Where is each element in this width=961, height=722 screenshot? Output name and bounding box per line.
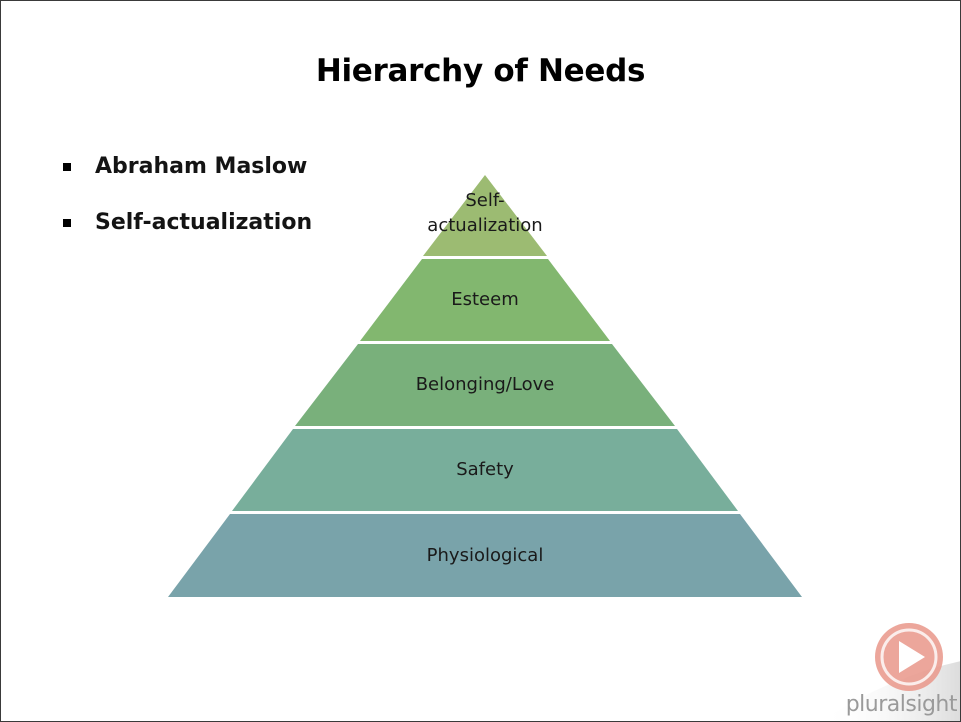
pyramid-level-self-actualization [423, 175, 547, 256]
pyramid-label-esteem: Esteem [451, 289, 519, 310]
bullet-item-self-actualization: Self-actualization [61, 207, 312, 263]
play-icon [821, 623, 960, 721]
pyramid-level-physiological [168, 514, 802, 597]
pluralsight-logo: pluralsight [821, 621, 960, 721]
pyramid-level-safety [232, 429, 738, 511]
bullet-label: Self-actualization [95, 210, 313, 235]
pyramid-level-belonging-love [295, 344, 675, 426]
pyramid-label-belonging-love: Belonging/Love [416, 374, 555, 395]
pyramid-label-physiological: Physiological [427, 545, 544, 566]
pyramid-level-esteem [360, 259, 610, 341]
pyramid-label-self-actualization-line2: actualization [427, 215, 542, 236]
bullet-label: Abraham Maslow [95, 154, 308, 179]
bullet-item-abraham-maslow: Abraham Maslow [61, 151, 312, 207]
bullet-list: Abraham Maslow Self-actualization [61, 151, 312, 263]
square-bullet-icon [63, 219, 71, 227]
pyramid-label-self-actualization-line1: Self- [465, 190, 504, 211]
logo-text: pluralsight [845, 692, 958, 717]
square-bullet-icon [63, 163, 71, 171]
pyramid-label-safety: Safety [456, 459, 514, 480]
slide-title: Hierarchy of Needs [315, 53, 646, 89]
